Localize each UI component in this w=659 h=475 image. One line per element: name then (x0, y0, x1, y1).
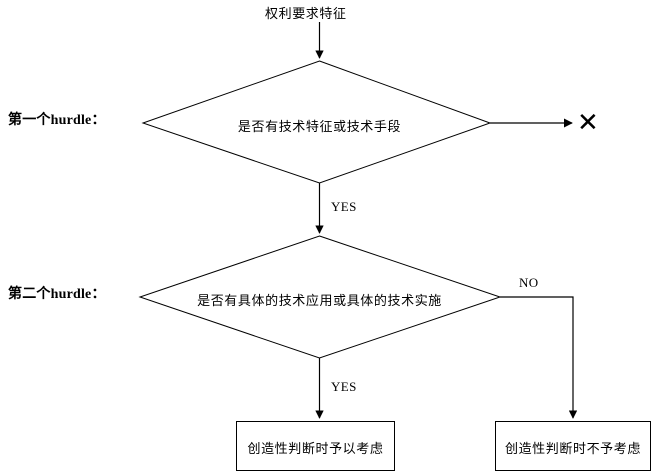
reject-x-icon: ✕ (577, 108, 599, 138)
decision-1-label: 是否有技术特征或技术手段 (237, 119, 402, 134)
decision-2-label: 是否有具体的技术应用或具体的技术实施 (197, 293, 442, 308)
connector-decision2-to-not-consider (500, 296, 578, 419)
outcome-consider-shape (236, 421, 395, 471)
edge-label-no: NO (519, 275, 539, 290)
edge-label-yes-first: YES (331, 199, 357, 214)
outcome-not-consider-shape (495, 421, 651, 471)
start-node-label: 权利要求特征 (265, 6, 347, 21)
lane-label-hurdle-1: 第一个hurdle： (8, 113, 106, 128)
outcome-consider-label: 创造性判断时予以考虑 (247, 441, 384, 456)
outcome-not-consider-label: 创造性判断时不予考虑 (504, 441, 641, 456)
lane-label-hurdle-2: 第二个hurdle： (8, 287, 106, 302)
edge-label-yes-second: YES (331, 379, 357, 394)
